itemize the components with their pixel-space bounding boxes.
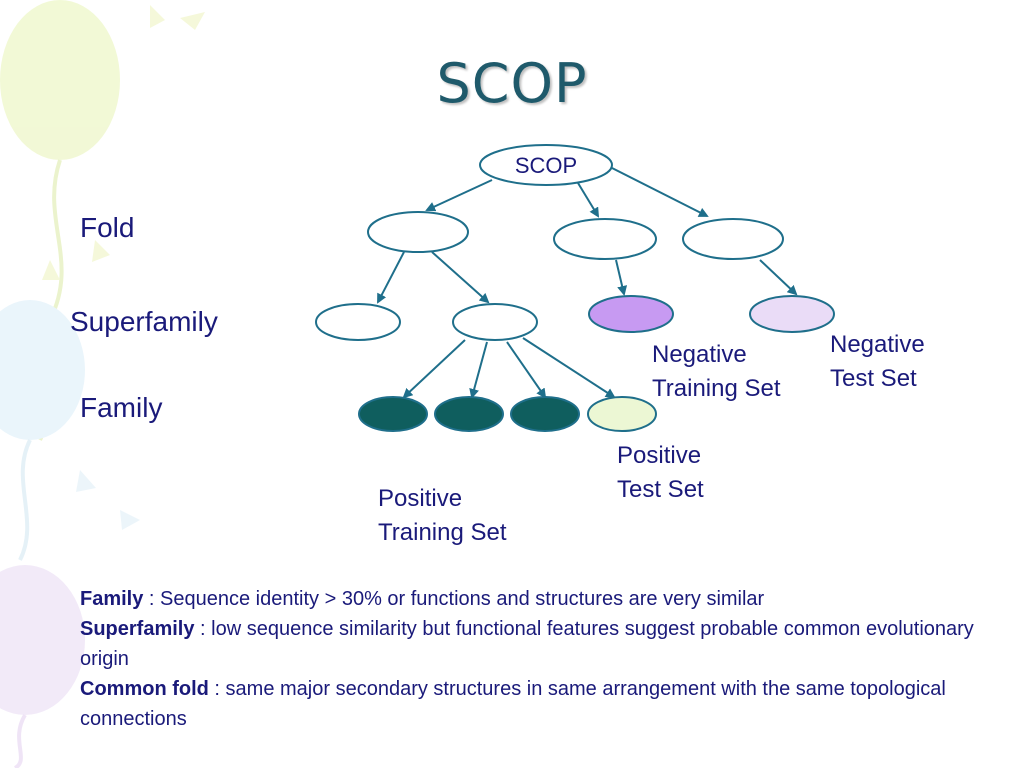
superfamily-node-2 [452,303,538,341]
level-label-fold: Fold [80,212,135,243]
edge-fold3-negtest [759,259,798,296]
fold-node-1 [367,211,469,253]
definition-family: Family : Sequence identity > 30% or func… [80,584,990,614]
edge-sf2-fam4 [522,337,616,399]
definition-term: Family [80,588,144,610]
root-node-label: SCOP [515,153,577,178]
balloon-blue-icon [0,300,85,440]
definition-common-fold: Common fold : same major secondary struc… [80,674,990,734]
root-node [479,144,613,186]
negative-training-annotation: Negative Training Set [652,338,781,406]
edge-root-fold3 [611,167,709,217]
negative-test-line1: Negative [830,331,925,358]
positive-training-line1: Positive [378,485,463,512]
positive-test-line2: Test Set [617,476,704,503]
edge-root-fold2 [577,182,600,218]
fold-node-3 [682,218,784,260]
tree-nodes [315,144,835,432]
edge-fold1-sf1 [377,251,405,304]
negative-training-line2: Training Set [652,375,781,402]
negative-test-line2: Test Set [830,365,917,392]
positive-training-annotation: Positive Training Set [378,482,507,550]
definition-text: : Sequence identity > 30% or functions a… [143,588,765,610]
edge-fold1-sf2 [431,251,490,304]
positive-test-node [587,396,657,432]
negative-test-annotation: Negative Test Set [830,328,925,396]
balloon-purple-icon [0,565,85,715]
positive-test-annotation: Positive Test Set [617,439,704,507]
family-node-2 [434,396,504,432]
definition-term: Common fold [80,678,209,700]
negative-training-line1: Negative [652,341,747,368]
level-label-superfamily: Superfamily [70,306,218,337]
edge-sf2-fam1 [402,339,466,399]
superfamily-node-1 [315,303,401,341]
edge-root-fold1 [425,179,493,212]
slide-title: SCOP [436,52,588,115]
level-label-family: Family [80,392,163,423]
definition-superfamily: Superfamily : low sequence similarity bu… [80,614,990,674]
family-node-1 [358,396,428,432]
balloon-yellow-icon [0,0,120,160]
family-node-3 [510,396,580,432]
fold-node-2 [553,218,657,260]
edge-sf2-fam3 [506,341,547,399]
definitions-block: Family : Sequence identity > 30% or func… [80,584,990,734]
negative-test-node [749,295,835,333]
tree-edges [377,167,798,399]
edge-fold2-negtrain [615,259,628,296]
positive-training-line2: Training Set [378,519,507,546]
edge-sf2-fam2 [469,341,488,399]
definition-term: Superfamily [80,618,195,640]
negative-training-node [588,295,674,333]
definition-text: : same major secondary structures in sam… [80,678,946,730]
positive-test-line1: Positive [617,442,702,469]
definition-text: : low sequence similarity but functional… [80,618,974,670]
